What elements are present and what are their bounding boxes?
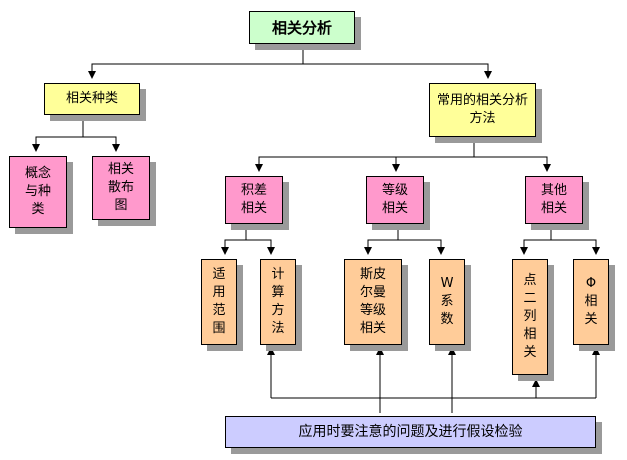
point-biserial-label: 点二列相关 xyxy=(523,273,537,360)
methods-label: 常用的相关分析方法 xyxy=(436,93,528,126)
connector-methods xyxy=(255,137,475,172)
methods-node: 常用的相关分析方法 xyxy=(429,83,536,137)
calc-label: 计算方法 xyxy=(271,267,285,336)
kendall-w-label: W系数 xyxy=(440,276,454,327)
concept-node: 概念与种类 xyxy=(9,156,67,228)
other-node: 其他相关 xyxy=(525,176,583,224)
connector-other xyxy=(520,224,552,255)
scatter-node: 相关散布图 xyxy=(92,156,150,220)
calc-node: 计算方法 xyxy=(260,259,296,345)
connector-product xyxy=(221,224,247,255)
connector-types xyxy=(32,115,84,152)
phi-label: Φ相关 xyxy=(584,276,598,327)
root-node: 相关分析 xyxy=(249,11,355,44)
note-label: 应用时要注意的问题及进行假设检验 xyxy=(298,424,523,440)
connector-root-right xyxy=(303,63,492,79)
spearman-label: 斯皮尔曼等级相关 xyxy=(359,267,386,336)
product-label: 积差相关 xyxy=(240,183,267,216)
connector-types-right xyxy=(83,136,120,152)
scatter-label: 相关散布图 xyxy=(107,162,134,213)
spearman-node: 斯皮尔曼等级相关 xyxy=(344,259,402,345)
connector-rank xyxy=(364,224,399,255)
rank-label: 等级相关 xyxy=(381,183,408,216)
product-node: 积差相关 xyxy=(225,176,283,224)
rank-node: 等级相关 xyxy=(366,176,424,224)
scope-node: 适用范围 xyxy=(201,259,237,345)
connector-root xyxy=(88,44,304,79)
note-node: 应用时要注意的问题及进行假设检验 xyxy=(225,416,596,448)
types-label: 相关种类 xyxy=(65,91,118,106)
point-biserial-node: 点二列相关 xyxy=(512,259,548,375)
concept-label: 概念与种类 xyxy=(24,166,51,217)
kendall-w-node: W系数 xyxy=(429,259,465,345)
types-node: 相关种类 xyxy=(44,83,140,115)
phi-node: Φ相关 xyxy=(573,259,609,345)
other-label: 其他相关 xyxy=(540,183,567,216)
root-label: 相关分析 xyxy=(271,18,332,37)
scope-label: 适用范围 xyxy=(212,267,226,336)
